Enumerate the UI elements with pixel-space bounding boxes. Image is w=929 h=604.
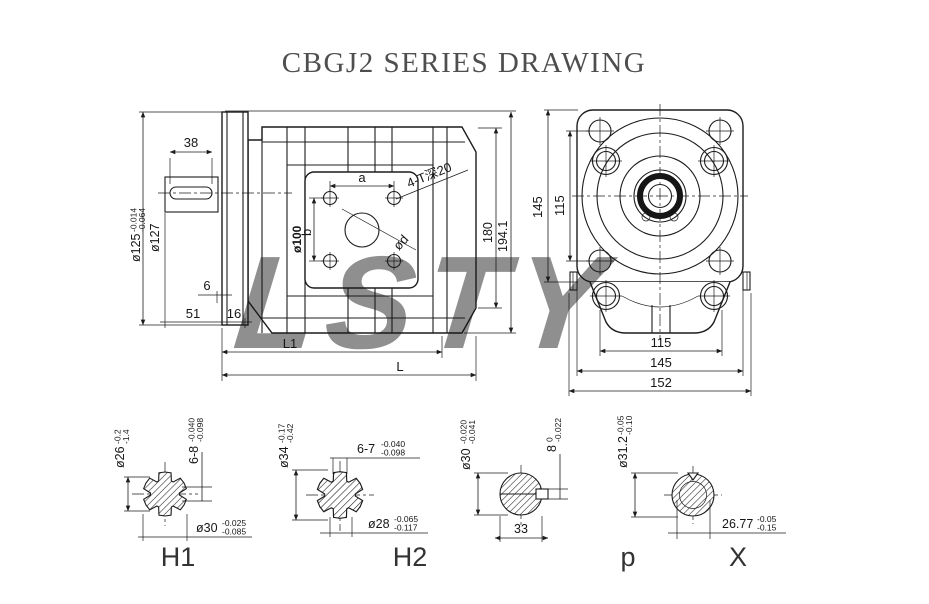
- dim-pilot-100: ø100: [290, 225, 304, 253]
- svg-text:-0.17: -0.17: [277, 423, 287, 443]
- svg-text:-0.42: -0.42: [285, 423, 295, 443]
- section-h2: ø34 -0.17 -0.42 6-7 -0.040 -0.098 ø28 -0…: [277, 423, 428, 572]
- svg-text:-0.098: -0.098: [381, 448, 405, 458]
- dim-x-od31-2: ø31.2 -0.05 -0.10: [616, 415, 635, 468]
- svg-text:-0.041: -0.041: [467, 420, 477, 444]
- mounting-flange-side: [221, 111, 249, 326]
- svg-text:-0.025: -0.025: [222, 518, 246, 528]
- svg-text:-0.022: -0.022: [553, 418, 563, 442]
- svg-text:-0.15: -0.15: [757, 523, 777, 533]
- dim-front-bolt-h-115: 115: [651, 335, 672, 350]
- dim-h1-od30: ø30 -0.025 -0.085: [196, 518, 246, 537]
- front-view: 145 115 115 145 152: [530, 104, 752, 396]
- dim-16: 16: [227, 306, 241, 321]
- dim-shaft-dia-125: ø125 -0.014 -0.064: [129, 208, 148, 262]
- dim-p-od30: ø30 -0.020 -0.041: [459, 420, 478, 470]
- dim-h1-od26: ø26 -0.2 -1.4: [113, 429, 132, 468]
- svg-text:8: 8: [545, 445, 559, 452]
- svg-text:0: 0: [545, 437, 555, 442]
- svg-text:-0.10: -0.10: [624, 415, 634, 435]
- dim-p-33: 33: [514, 522, 528, 536]
- svg-text:26.77: 26.77: [722, 517, 753, 531]
- dim-194-1: 194.1: [496, 221, 510, 252]
- dim-180: 180: [481, 222, 495, 243]
- dim-h2-od28: ø28 -0.065 -0.117: [368, 514, 418, 533]
- dim-x-26-77: 26.77 -0.05 -0.15: [722, 514, 777, 533]
- dim-h2-od34: ø34 -0.17 -0.42: [277, 423, 296, 468]
- dim-front-bolt-v-115: 115: [552, 195, 567, 216]
- dim-flange-dia-127: ø127: [148, 223, 162, 252]
- dim-l: L: [396, 359, 403, 374]
- dim-38: 38: [184, 135, 198, 150]
- dim-51: 51: [186, 306, 200, 321]
- page-title: CBGJ2 SERIES DRAWING: [282, 47, 646, 79]
- section-label-h2: H2: [393, 542, 428, 572]
- section-p: ø30 -0.020 -0.041 8 0 -0.022 33 p: [459, 418, 636, 572]
- svg-text:-0.098: -0.098: [195, 418, 205, 442]
- shaft-notch: [686, 472, 700, 481]
- mounting-square: [304, 171, 419, 289]
- svg-text:-0.040: -0.040: [381, 439, 405, 449]
- svg-text:-1.4: -1.4: [121, 429, 131, 444]
- spline-shaft-h2: [316, 471, 364, 519]
- svg-text:-0.117: -0.117: [394, 523, 418, 533]
- svg-text:ø26: ø26: [113, 446, 127, 468]
- svg-text:ø125: ø125: [129, 233, 143, 262]
- svg-text:6-8: 6-8: [187, 446, 201, 464]
- lower-body-extension: [589, 281, 731, 334]
- dim-bolt-span-a: a: [358, 170, 366, 185]
- svg-text:-0.065: -0.065: [394, 514, 418, 524]
- drive-shaft: [164, 176, 219, 213]
- svg-text:-0.064: -0.064: [137, 208, 147, 232]
- tap-depth-note: 4-T深20: [405, 159, 454, 191]
- dim-p-key-8: 8 0 -0.022: [545, 418, 564, 452]
- svg-text:-0.020: -0.020: [459, 420, 469, 444]
- svg-text:ø30: ø30: [196, 521, 218, 535]
- shaft-key: [535, 488, 549, 500]
- section-x: ø31.2 -0.05 -0.10 26.77 -0.05 -0.15 X: [616, 415, 786, 572]
- svg-text:-0.05: -0.05: [757, 514, 777, 524]
- dim-front-width-145: 145: [650, 355, 672, 370]
- svg-text:-0.040: -0.040: [187, 418, 197, 442]
- dim-front-height-145: 145: [530, 196, 545, 218]
- section-h1: ø26 -0.2 -1.4 6-8 -0.040 -0.098 ø30 -0.0…: [113, 418, 252, 572]
- svg-text:-0.2: -0.2: [113, 429, 123, 444]
- watermark-logo: LSTY: [228, 229, 622, 377]
- section-label-p: p: [620, 542, 635, 572]
- dim-front-width-152: 152: [650, 375, 672, 390]
- svg-text:6-7: 6-7: [357, 442, 375, 456]
- side-port-tabs: [569, 271, 751, 291]
- dim-h1-tooth-6-8: 6-8 -0.040 -0.098: [187, 418, 206, 464]
- dim-6: 6: [203, 278, 210, 293]
- svg-text:ø30: ø30: [459, 448, 473, 470]
- dim-l1: L1: [283, 336, 297, 351]
- section-label-h1: H1: [161, 542, 196, 572]
- svg-text:-0.085: -0.085: [222, 527, 246, 537]
- dim-bolt-span-b: b: [299, 229, 314, 236]
- svg-text:-0.05: -0.05: [616, 415, 626, 435]
- port-flange-holes: [590, 145, 730, 312]
- svg-text:-0.014: -0.014: [129, 208, 139, 232]
- dim-h2-tooth-6-7: 6-7 -0.040 -0.098: [357, 439, 405, 458]
- svg-text:ø34: ø34: [277, 446, 291, 468]
- center-port-circle: [344, 212, 380, 248]
- section-label-x: X: [729, 542, 747, 572]
- svg-text:ø31.2: ø31.2: [616, 436, 630, 468]
- side-view: a b ød ø100 4-T深20 38 ø125 -0.014 -0.064…: [129, 110, 516, 381]
- spline-shaft-h1: [143, 471, 187, 517]
- svg-text:ø28: ø28: [368, 517, 390, 531]
